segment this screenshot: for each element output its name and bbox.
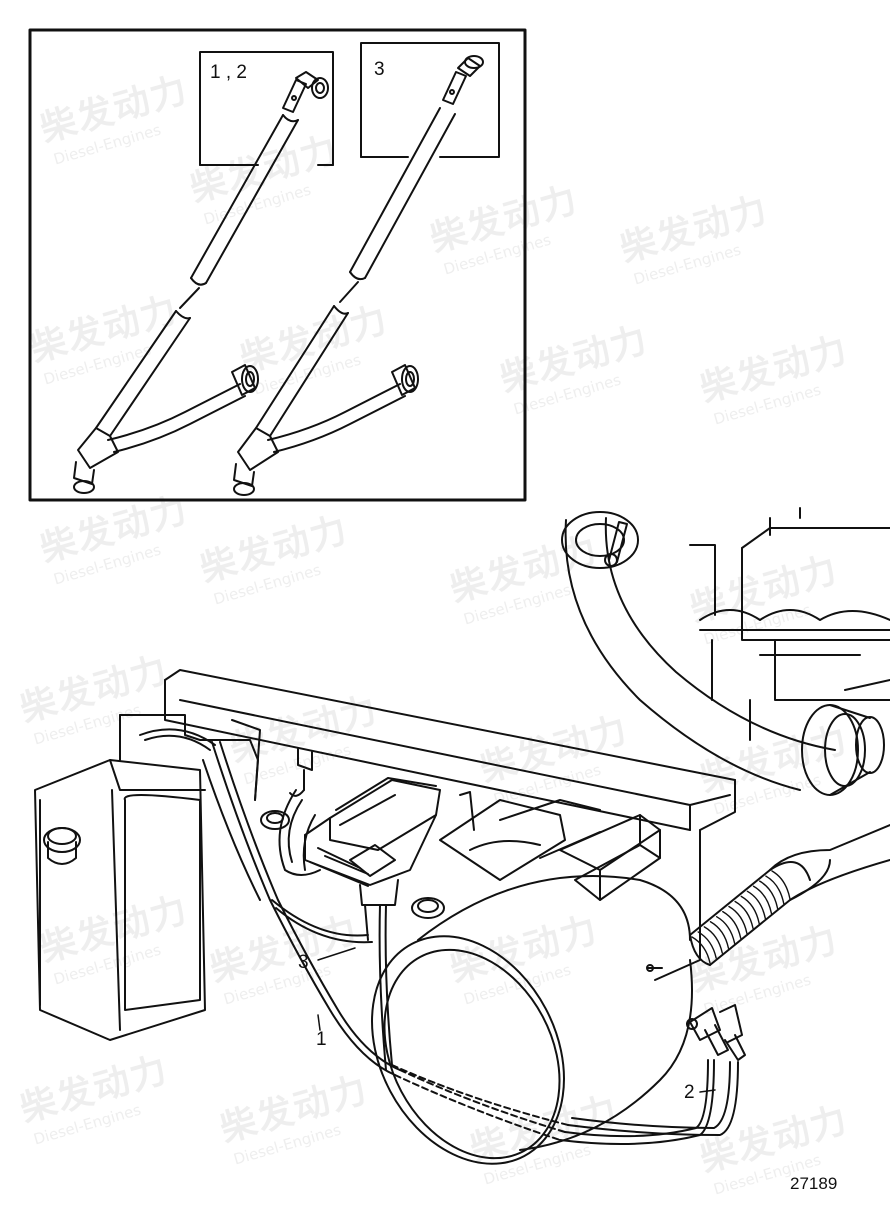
hose-rib xyxy=(771,870,791,900)
hose-rib xyxy=(746,890,767,920)
callout-1: 1 xyxy=(316,1029,327,1050)
callout-3: 3 xyxy=(298,952,309,973)
hose-rib xyxy=(709,921,730,949)
label-box-3 xyxy=(360,42,500,158)
callout-2: 2 xyxy=(684,1082,695,1103)
box-label-1-2: 1 , 2 xyxy=(210,62,247,83)
leader-2 xyxy=(699,1089,716,1093)
hose-rib xyxy=(758,880,779,910)
hose-assembly-3 xyxy=(233,55,484,496)
hose-assembly-1-2 xyxy=(73,71,329,494)
hose-rib xyxy=(765,875,785,905)
hose-rib xyxy=(734,900,754,930)
hose-rib xyxy=(752,885,773,915)
hose-rib xyxy=(697,931,717,959)
label-box-1-2 xyxy=(199,51,334,166)
hose-rib xyxy=(715,915,736,945)
leader-1 xyxy=(317,1014,321,1031)
corrugated-hose-ribs xyxy=(691,870,791,964)
figure-number: 27189 xyxy=(790,1174,838,1193)
hose-rib xyxy=(703,926,724,954)
box-label-3: 3 xyxy=(374,59,385,80)
hose-rib xyxy=(740,895,760,925)
hose-rib xyxy=(691,936,711,964)
heater-installation xyxy=(34,507,890,1165)
hose-rib xyxy=(722,910,742,940)
hose-rib xyxy=(728,905,748,935)
inset-frame xyxy=(28,28,527,502)
leader-3 xyxy=(317,947,356,961)
